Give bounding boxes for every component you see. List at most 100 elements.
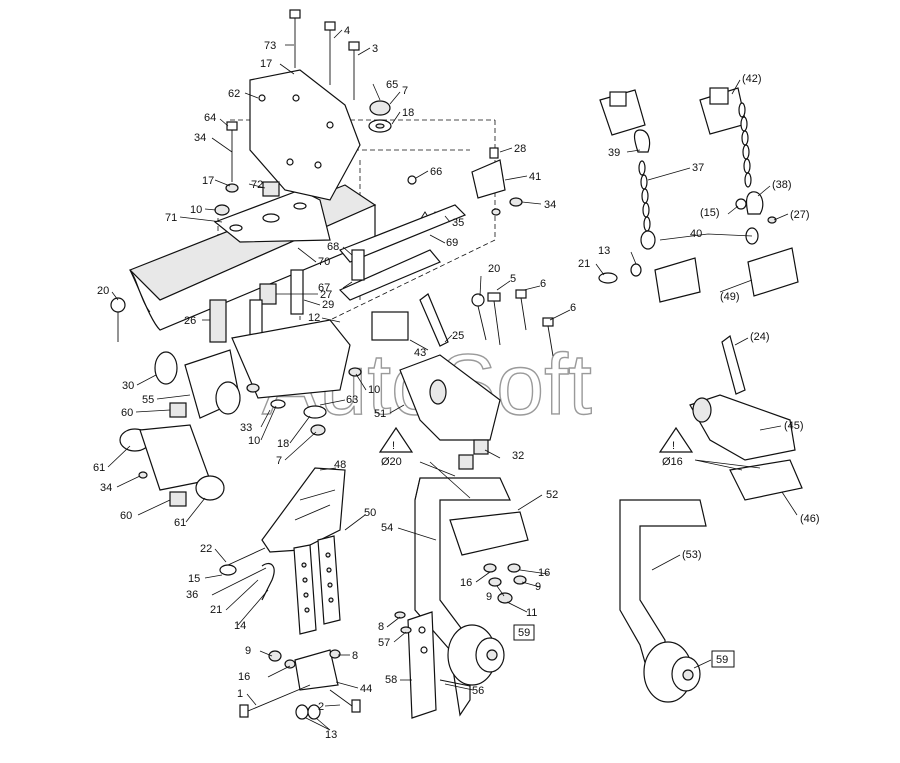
alt-support-assembly: ! <box>619 334 803 703</box>
label-55: 55 <box>142 394 154 406</box>
label-11: 11 <box>526 607 537 619</box>
label-38: (38) <box>772 179 792 191</box>
handle-24 <box>721 334 746 395</box>
label-59a: 59 <box>518 627 530 639</box>
chain-bracket-left <box>654 257 701 303</box>
label-50: 50 <box>364 507 376 519</box>
support-leg-assembly: ! <box>378 289 554 719</box>
label-25: 25 <box>452 330 464 342</box>
label-73: 73 <box>264 40 276 52</box>
clamp-45 <box>689 394 796 461</box>
base-bracket-44 <box>294 649 339 691</box>
label-22: 22 <box>200 543 212 555</box>
label-21b: 21 <box>578 258 590 270</box>
label-13b: 13 <box>598 245 610 257</box>
label-12: 12 <box>308 312 320 324</box>
label-29: 29 <box>322 299 334 311</box>
label-2: 2 <box>318 701 324 713</box>
label-28: 28 <box>514 143 526 155</box>
label-9a: 9 <box>486 591 492 603</box>
label-40: 40 <box>690 228 702 240</box>
label-15: 15 <box>188 573 200 585</box>
label-27a: 27 <box>320 289 332 301</box>
label-34c: 34 <box>100 482 112 494</box>
label-21a: 21 <box>210 604 222 616</box>
label-10c: 10 <box>248 435 260 447</box>
shackle-39 <box>633 129 651 153</box>
bolt-2 <box>351 699 361 713</box>
bolt-3 <box>348 41 360 51</box>
shackle-38 <box>745 191 764 215</box>
latch-41 <box>471 159 506 199</box>
bracket-53 <box>619 499 707 681</box>
label-15p: (15) <box>700 207 720 219</box>
label-39: 39 <box>608 147 620 159</box>
label-42: (42) <box>742 73 762 85</box>
label-66: 66 <box>430 166 442 178</box>
label-diameter-16: Ø16 <box>662 456 683 468</box>
label-44: 44 <box>360 683 372 695</box>
leader-lines <box>107 29 798 731</box>
drawbar-assembly <box>110 9 523 507</box>
label-53: (53) <box>682 549 702 561</box>
plate-46 <box>729 459 803 501</box>
svg-text:!: ! <box>392 440 395 452</box>
label-69: 69 <box>446 237 458 249</box>
label-32: 32 <box>512 450 524 462</box>
lever-lower <box>338 249 441 301</box>
label-18a: 18 <box>402 107 414 119</box>
bolt-1 <box>239 704 249 718</box>
label-45: (45) <box>784 420 804 432</box>
chain-bracket-49 <box>747 247 799 297</box>
block-43 <box>371 311 409 341</box>
label-30: 30 <box>122 380 134 392</box>
chain-37b <box>738 102 752 188</box>
label-27p: (27) <box>790 209 810 221</box>
washer-30 <box>154 351 178 385</box>
label-6b: 6 <box>570 302 576 314</box>
label-65: 65 <box>386 79 398 91</box>
pin-29 <box>290 269 304 315</box>
label-57: 57 <box>378 637 390 649</box>
bushing-72 <box>262 181 280 197</box>
label-68: 68 <box>327 241 339 253</box>
label-34a: 34 <box>194 132 206 144</box>
plate-58 <box>407 611 437 719</box>
label-20b: 20 <box>488 263 500 275</box>
pin-26 <box>209 299 227 343</box>
label-14: 14 <box>234 620 246 632</box>
label-54: 54 <box>381 522 393 534</box>
jack-bracket-48 <box>261 467 346 553</box>
label-4: 4 <box>344 25 350 37</box>
label-36: 36 <box>186 589 198 601</box>
clamp-51 <box>399 354 501 441</box>
label-35: 35 <box>452 217 464 229</box>
bush-60b <box>169 491 187 507</box>
ref-box-59a <box>513 624 535 641</box>
label-26: 26 <box>184 315 196 327</box>
label-13a: 13 <box>325 729 337 741</box>
nut-65 <box>369 100 391 116</box>
pin-28 <box>489 147 499 159</box>
bolt-4 <box>324 21 336 31</box>
label-17b: 17 <box>202 175 214 187</box>
leg-50b <box>317 535 341 625</box>
svg-text:!: ! <box>672 440 675 452</box>
label-16b: 16 <box>460 577 472 589</box>
label-52: 52 <box>546 489 558 501</box>
label-60a: 60 <box>121 407 133 419</box>
handle-25 <box>419 293 449 347</box>
label-37: 37 <box>692 162 704 174</box>
label-34b: 34 <box>544 199 556 211</box>
plate-52 <box>449 511 529 556</box>
pin-22 <box>227 547 266 566</box>
label-3: 3 <box>372 43 378 55</box>
label-61b: 61 <box>174 517 186 529</box>
label-9c: 9 <box>245 645 251 657</box>
label-16a: 16 <box>538 567 550 579</box>
label-51: 51 <box>374 408 386 420</box>
label-10a: 10 <box>190 204 202 216</box>
label-24: (24) <box>750 331 770 343</box>
jack-assembly <box>219 467 361 720</box>
